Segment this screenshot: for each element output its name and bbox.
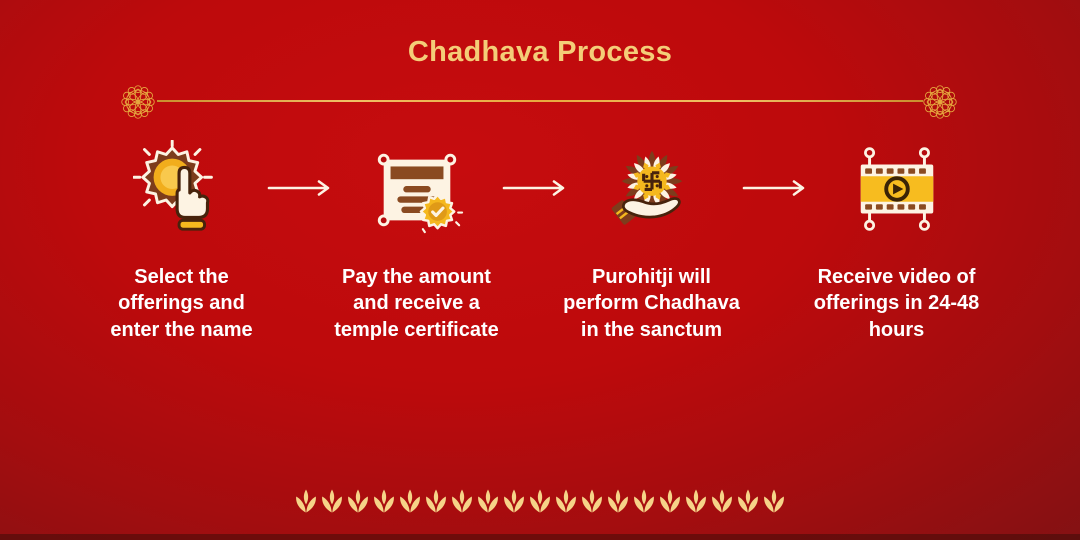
lotus-leaf-icon [660, 489, 680, 513]
lotus-leaf-icon [738, 489, 758, 513]
lotus-leaf-icon [764, 489, 784, 513]
tap-select-icon [132, 140, 213, 231]
arrow-icon [502, 180, 565, 196]
lotus-leaf-icon [322, 489, 342, 513]
process-step-3: Purohitji will perform Chadhava in the s… [534, 140, 769, 343]
step-3-label: Purohitji will perform Chadhava in the s… [563, 266, 740, 341]
video-film-icon [860, 147, 933, 231]
lotus-leaf-icon [296, 489, 316, 513]
lotus-leaf-icon [634, 489, 654, 513]
step-2-label: Pay the amount and receive a temple cert… [334, 266, 499, 341]
lotus-leaf-icon [686, 489, 706, 513]
rosette-ornament-right [923, 85, 957, 119]
lotus-leaf-icon [478, 489, 498, 513]
step-4-label: Receive video of offerings in 24-48 hour… [813, 266, 980, 341]
certificate-icon [377, 153, 463, 234]
process-step-2: Pay the amount and receive a temple cert… [299, 140, 534, 343]
lotus-leaf-icon [374, 489, 394, 513]
process-step-4: Receive video of offerings in 24-48 hour… [779, 140, 1014, 343]
lotus-leaf-icon [556, 489, 576, 513]
arrow-icon [742, 180, 805, 196]
lotus-leaf-icon [582, 489, 602, 513]
lotus-leaf-icon [400, 489, 420, 513]
rosette-ornament-left [121, 85, 155, 119]
lotus-leaf-icon [348, 489, 368, 513]
offering-hand-icon [611, 150, 682, 225]
lotus-leaf-icon [426, 489, 446, 513]
lotus-leaf-icon [452, 489, 472, 513]
process-step-1: Select the offerings and enter the name [64, 140, 299, 343]
bottom-shade-strip [0, 534, 1080, 540]
page-title: Chadhava Process [407, 36, 673, 68]
lotus-leaf-icon [530, 489, 550, 513]
lotus-leaf-icon [712, 489, 732, 513]
lotus-leaf-icon [608, 489, 628, 513]
lotus-leaf-icon [504, 489, 524, 513]
divider-line [157, 100, 923, 102]
footer-motif-row [0, 489, 1080, 515]
arrow-icon [267, 180, 330, 196]
step-1-label: Select the offerings and enter the name [110, 266, 253, 341]
